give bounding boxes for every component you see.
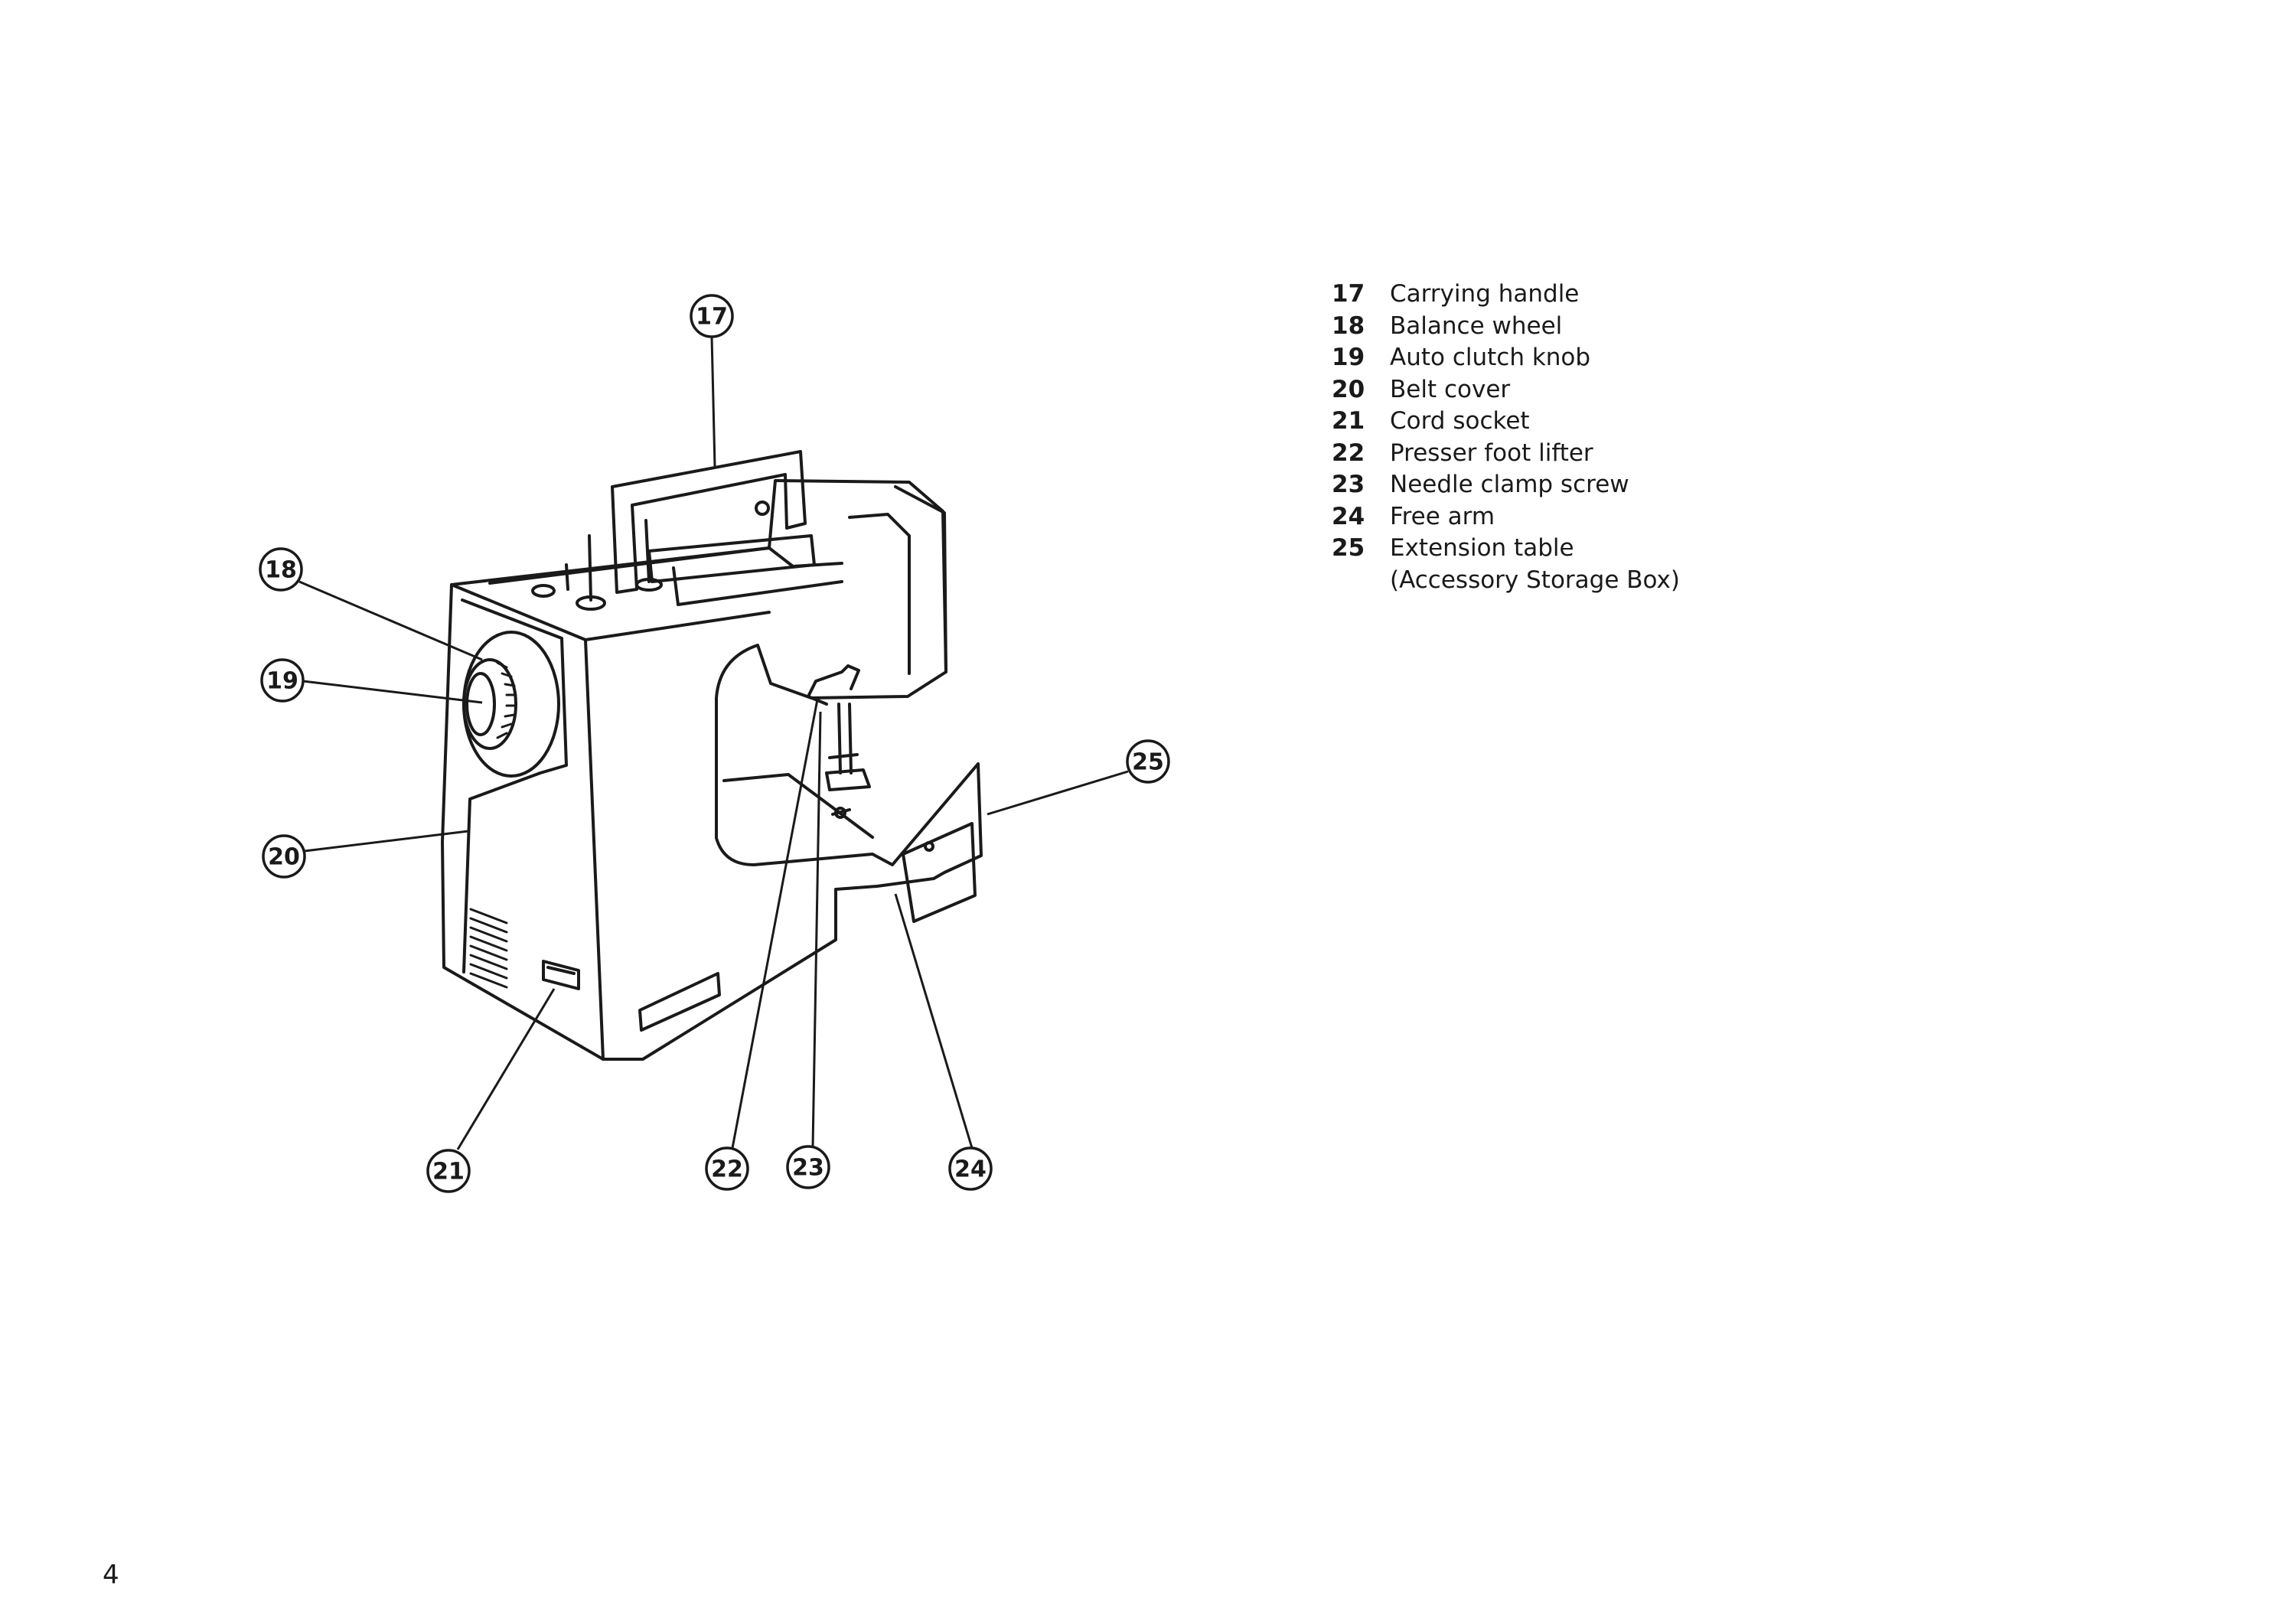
front-nameplate — [638, 972, 721, 1032]
legend-label: Balance wheel — [1390, 311, 1563, 340]
clutch-knob-inner — [465, 672, 496, 736]
auto-clutch-knob-shape — [462, 658, 517, 750]
leader-23 — [811, 711, 822, 1147]
vent-grille — [469, 908, 508, 989]
legend-label: Needle clamp screw — [1390, 471, 1629, 498]
callout-circle-22 — [705, 1146, 749, 1191]
needle-bar — [837, 703, 853, 774]
legend-label: Presser foot lifter — [1390, 439, 1593, 467]
leader-24 — [894, 893, 974, 1149]
legend-number: 17 — [1332, 280, 1365, 308]
legend-label: Cord socket — [1390, 407, 1530, 435]
callout-circle-18 — [259, 547, 303, 592]
callout-24: 24 — [954, 1156, 987, 1183]
extension-dot — [924, 841, 934, 852]
body-front-edge — [584, 638, 605, 1061]
callout-19: 19 — [266, 668, 298, 695]
cord-socket-shape — [542, 960, 580, 990]
legend-label: Extension table — [1390, 534, 1574, 562]
cord-socket-inner — [546, 966, 576, 975]
carrying-handle-shape — [611, 450, 807, 594]
spool-base-1 — [576, 595, 606, 611]
page-number: 4 — [103, 1560, 119, 1590]
legend-number: 24 — [1332, 502, 1365, 530]
side-panel — [461, 598, 568, 973]
body-top-edge — [450, 583, 771, 641]
leader-18 — [298, 580, 483, 661]
legend-item: 20 Belt cover — [1332, 374, 1680, 406]
knob-ridges — [496, 661, 517, 739]
callout-21: 21 — [432, 1159, 465, 1185]
legend-number: 23 — [1332, 471, 1365, 498]
callout-22: 22 — [711, 1156, 743, 1183]
spool-pin-2 — [644, 519, 651, 583]
spool-base-2 — [635, 578, 663, 592]
legend-item: 24 Free arm — [1332, 501, 1680, 533]
callout-17: 17 — [696, 304, 728, 331]
legend-label: Auto clutch knob — [1390, 344, 1591, 371]
callout-circle-19 — [260, 658, 305, 703]
legend-item: 23 Needle clamp screw — [1332, 469, 1680, 501]
presser-foot — [825, 753, 871, 791]
legend-item: 18 Balance wheel — [1332, 311, 1680, 343]
legend-continuation: (Accessory Storage Box) — [1390, 566, 1680, 594]
handle-top-plate — [647, 534, 816, 583]
screw-top — [755, 501, 770, 516]
leader-19 — [302, 680, 483, 704]
leader-20 — [304, 830, 469, 853]
legend-item: 25 Extension table — [1332, 533, 1680, 565]
callout-23: 23 — [792, 1155, 824, 1182]
callout-circle-23 — [786, 1145, 830, 1189]
machine-body-outline — [441, 479, 983, 1061]
callout-circle-24 — [948, 1146, 993, 1191]
legend-label: Carrying handle — [1390, 280, 1580, 308]
machine-head — [848, 485, 947, 675]
spool-pin-1 — [588, 534, 592, 602]
callout-25: 25 — [1132, 749, 1164, 776]
spool-base-3 — [531, 584, 556, 598]
bed-screw — [834, 807, 846, 819]
legend-label: Free arm — [1390, 502, 1495, 530]
leader-22 — [731, 699, 819, 1149]
legend-number: 20 — [1332, 375, 1365, 403]
legend-label: Belt cover — [1390, 375, 1511, 403]
callout-circle-17 — [690, 294, 734, 338]
presser-lever — [807, 664, 860, 706]
legend-item: 22 Presser foot lifter — [1332, 438, 1680, 470]
legend-number: 19 — [1332, 344, 1365, 371]
callout-circle-21 — [426, 1149, 471, 1193]
legend-number: 22 — [1332, 439, 1365, 467]
legend-number: 21 — [1332, 407, 1365, 435]
callout-20: 20 — [268, 844, 300, 871]
parts-legend: 17 Carrying handle 18 Balance wheel 19 A… — [1332, 279, 1680, 596]
legend-number: 18 — [1332, 311, 1365, 340]
leader-21 — [456, 988, 556, 1150]
balance-wheel-shape — [462, 631, 560, 778]
leader-25 — [987, 770, 1129, 816]
callout-circle-20 — [262, 834, 306, 879]
callout-circle-25 — [1126, 739, 1170, 784]
legend-item: 19 Auto clutch knob — [1332, 342, 1680, 374]
callout-18: 18 — [265, 557, 297, 584]
extension-table-shape — [902, 822, 977, 923]
legend-item: 17 Carrying handle — [1332, 279, 1680, 311]
legend-item: 21 Cord socket — [1332, 406, 1680, 438]
bobbin-winder — [565, 563, 569, 591]
leader-17 — [710, 336, 716, 468]
legend-number: 25 — [1332, 534, 1365, 562]
